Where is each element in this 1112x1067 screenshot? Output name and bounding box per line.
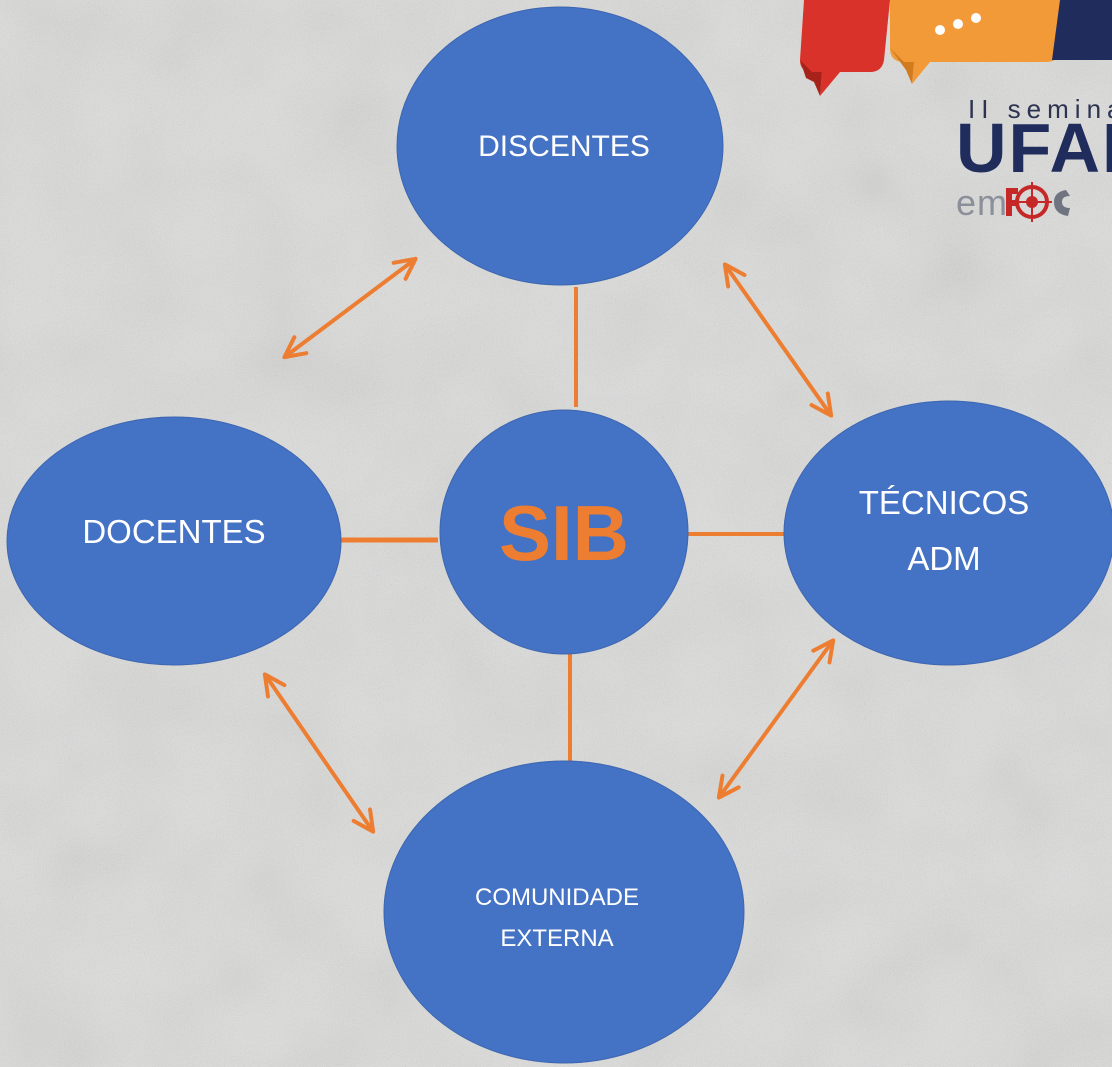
logo-prefix: em <box>956 182 1009 223</box>
node-comunidade-label-line1: COMUNIDADE <box>475 884 639 911</box>
event-logo: II seminá UFAI em <box>780 0 1112 270</box>
center-label: SIB <box>499 489 629 577</box>
arrow-tecnicos-comunidade <box>716 638 836 800</box>
node-docentes: DOCENTES <box>6 416 342 666</box>
logo-subtitle: II seminá <box>968 94 1112 124</box>
node-tecnicos-label-line2: ADM <box>907 540 980 577</box>
node-sib-center: SIB <box>439 409 689 655</box>
node-tecnicos-label-line1: TÉCNICOS <box>859 484 1030 521</box>
node-comunidade-label-line2: EXTERNA <box>500 925 613 952</box>
speech-bubbles-icon <box>800 0 1112 222</box>
node-tecnicos-adm: TÉCNICOS ADM <box>783 400 1112 666</box>
node-discentes-label: DISCENTES <box>478 130 650 163</box>
arrow-discentes-tecnicos <box>722 262 834 418</box>
node-docentes-label: DOCENTES <box>82 513 265 550</box>
node-comunidade-externa: COMUNIDADE EXTERNA <box>383 760 745 1064</box>
node-discentes: DISCENTES <box>396 6 724 286</box>
arrow-discentes-docentes <box>282 256 418 360</box>
logo-main-text: UFAI <box>956 109 1112 187</box>
arrow-docentes-comunidade <box>262 672 376 834</box>
